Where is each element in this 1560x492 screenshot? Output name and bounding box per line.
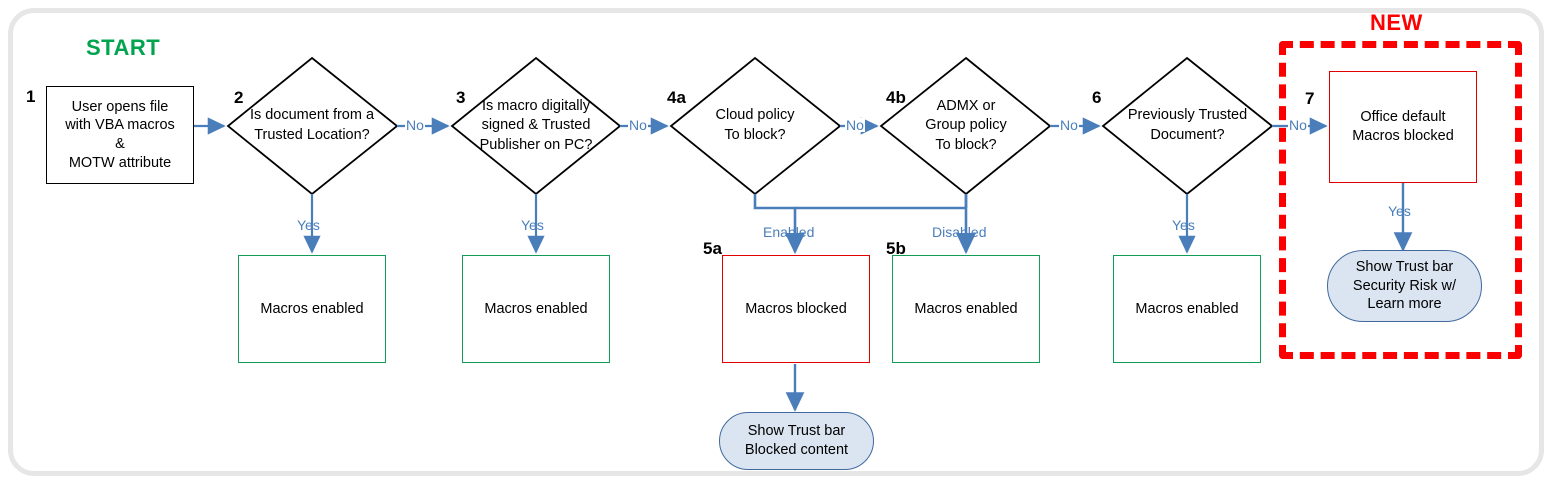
step-number-3: 3	[456, 88, 466, 107]
decision-shape-4b	[879, 56, 1052, 196]
node-macros-enabled-6[interactable]: Macros enabled	[1113, 255, 1261, 363]
diagram-frame	[8, 8, 1544, 476]
edge-label-no-4b-6: No	[1059, 117, 1079, 133]
step-number-4b: 4b	[886, 88, 906, 107]
node-macros-enabled-3[interactable]: Macros enabled	[462, 255, 610, 363]
node-user-opens-file[interactable]: User opens file with VBA macros & MOTW a…	[46, 86, 194, 184]
edge-label-no-2-3: No	[405, 117, 425, 133]
decision-shape-2	[226, 56, 399, 196]
step-number-5b: 5b	[886, 239, 906, 258]
decision-shape-6	[1101, 56, 1274, 196]
edge-label-no-6-7: No	[1288, 117, 1308, 133]
step-number-2: 2	[234, 88, 244, 107]
edge-label-yes-2: Yes	[297, 217, 320, 233]
edge-label-yes-6: Yes	[1172, 217, 1195, 233]
node-show-trust-bar-blocked-content[interactable]: Show Trust bar Blocked content	[719, 412, 874, 470]
edge-label-no-4a-4b: No	[845, 117, 865, 133]
step-number-7: 7	[1305, 89, 1315, 108]
step-number-6: 6	[1092, 88, 1102, 107]
new-banner: NEW	[1370, 10, 1423, 35]
start-banner: START	[86, 35, 161, 60]
connector-4a-enabled	[753, 194, 806, 255]
node-office-default-macros-blocked[interactable]: Office default Macros blocked	[1329, 71, 1477, 183]
step-number-4a: 4a	[667, 88, 686, 107]
node-macros-blocked-5a[interactable]: Macros blocked	[722, 255, 870, 363]
node-macros-enabled-2[interactable]: Macros enabled	[238, 255, 386, 363]
step-number-1: 1	[26, 87, 36, 106]
node-macros-enabled-5b[interactable]: Macros enabled	[892, 255, 1040, 363]
node-show-trust-bar-security-risk[interactable]: Show Trust bar Security Risk w/ Learn mo…	[1327, 250, 1482, 322]
step-number-5a: 5a	[703, 239, 722, 258]
decision-shape-3	[450, 56, 622, 196]
edge-label-yes-3: Yes	[521, 217, 544, 233]
edge-label-yes-7: Yes	[1388, 203, 1411, 219]
edge-label-enabled-4a: Enabled	[763, 224, 815, 240]
edge-label-no-3-4a: No	[628, 117, 648, 133]
edge-label-disabled-4b: Disabled	[932, 224, 987, 240]
decision-shape-4a	[669, 56, 842, 196]
